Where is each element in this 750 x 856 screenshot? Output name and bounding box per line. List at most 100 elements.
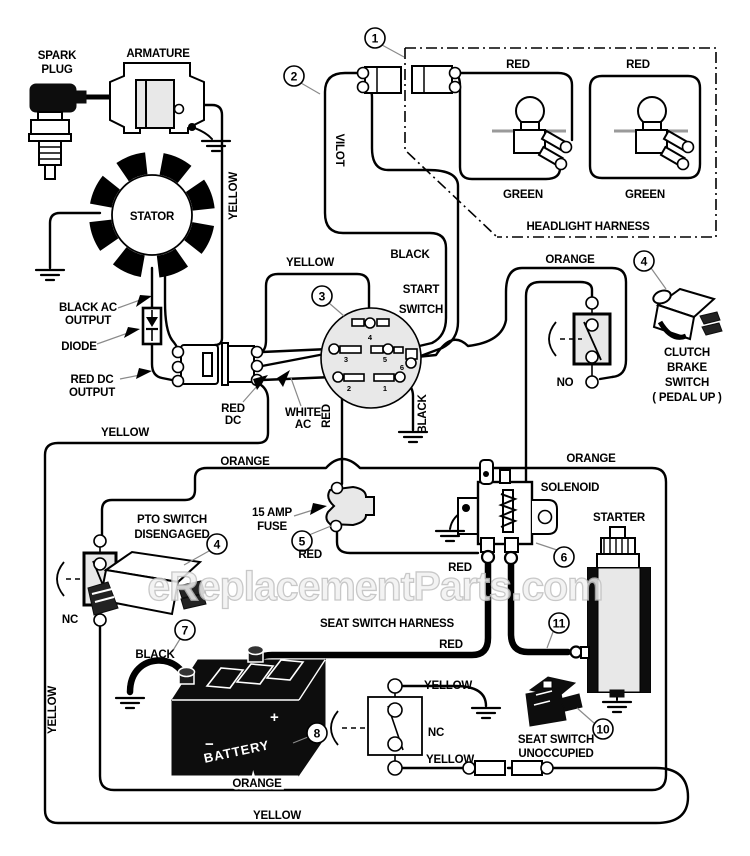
armature-label: ARMATURE (126, 48, 190, 60)
wire-label-yellow-left: YELLOW (101, 427, 149, 439)
callout-7: 7 (174, 619, 196, 641)
arrow-black-ac (136, 295, 152, 307)
white-ac-label-2: AC (295, 419, 311, 431)
wire-label-orange-left: ORANGE (220, 456, 270, 468)
wire-black-ac (163, 266, 179, 350)
seat-switch-nc (330, 678, 554, 776)
wire-red-fuse-bottom (335, 528, 480, 555)
arrow-diode (124, 327, 140, 338)
solenoid-coil (498, 493, 518, 528)
wire-orange-left (100, 457, 528, 537)
callout-2-label: 2 (291, 70, 298, 84)
ground-icon-solenoid (434, 529, 466, 543)
clutch-label-2: BRAKE (667, 362, 707, 374)
ground-icon-battery (114, 696, 146, 710)
wire-label-orange-bottom: ORANGE (232, 778, 282, 790)
wire-orange-loop (98, 466, 668, 792)
callout-10: 10 (592, 718, 614, 740)
terminal-6-label: 6 (400, 363, 404, 372)
headlight-green-label-1: GREEN (503, 189, 543, 201)
ground-icon-switch (397, 430, 429, 444)
wire-orange-clutch (414, 266, 628, 381)
wire-label-yellow-bottom: YELLOW (253, 810, 301, 822)
no-label: NO (557, 377, 574, 389)
callout-8-label: 8 (314, 727, 321, 741)
solenoid-label: SOLENOID (541, 482, 599, 494)
wire-label-black-battery: BLACK (135, 649, 175, 661)
clutch-label-3: SWITCH (665, 377, 709, 389)
callout-4-clutch: 4 (633, 250, 655, 272)
pto-actuator-arc (56, 561, 65, 597)
callout-8: 8 (306, 722, 328, 744)
wire-seat-yellow-top (399, 684, 488, 708)
ground-icon-seat (470, 706, 502, 720)
red-dc-out-label-1: RED DC (71, 374, 114, 386)
spark-plug-label-1: SPARK (38, 50, 77, 62)
cable-starter (507, 557, 572, 656)
headlight-bulb-1 (492, 96, 573, 171)
seat-actuator-arc (330, 710, 339, 746)
callout-6-label: 6 (561, 551, 568, 565)
callout-3-label: 3 (319, 290, 326, 304)
fuse-label-1: 15 AMP (252, 507, 292, 519)
wire-vilot-1 (323, 71, 448, 353)
nc-pto-label: NC (62, 614, 78, 626)
wire-label-yellow-armature: YELLOW (228, 172, 240, 220)
callout-3: 3 (311, 285, 333, 307)
harness-border (404, 47, 717, 238)
wire-headlight-left (453, 71, 574, 181)
wire-yellow-armature (200, 103, 224, 347)
callout-5: 5 (291, 530, 313, 552)
callout-4-pto-label: 4 (214, 538, 221, 552)
wire-label-black-vert: BLACK (417, 393, 429, 433)
black-ac-label-2: OUTPUT (65, 315, 111, 327)
pto-switch-3d-icon (87, 550, 207, 616)
wire-label-orange-solenoid: ORANGE (566, 453, 616, 465)
harness-connector-icon (356, 65, 462, 94)
callout-2: 2 (283, 65, 305, 87)
callout-11: 11 (548, 612, 570, 634)
harness-plug-a (171, 344, 219, 388)
terminal-1-label: 1 (383, 384, 387, 393)
ground-icon-starter (601, 700, 633, 714)
wire-yellow-switch (259, 272, 371, 354)
battery-icon: − + BATTERY (171, 644, 326, 777)
red-dc-label-2: DC (225, 415, 241, 427)
wire-label-red-fuse: RED (298, 549, 322, 561)
wire-orange-inner (524, 280, 594, 484)
wire-headlight-right (588, 74, 702, 180)
clutch-actuator-arc (548, 321, 557, 357)
wire-label-red-vert: RED (321, 404, 333, 428)
arrow-fuse (310, 503, 327, 515)
red-dc-out-label-2: OUTPUT (69, 387, 115, 399)
fuse-icon (325, 481, 375, 533)
battery-plus: + (270, 709, 279, 726)
wire-label-yellow-seat-top: YELLOW (424, 680, 472, 692)
leader-lines (96, 44, 667, 744)
callout-6: 6 (553, 546, 575, 568)
wire-label-black-top: BLACK (390, 249, 430, 261)
ground-icon-stator (34, 268, 66, 282)
wire-label-vilot: VILOT (333, 134, 345, 167)
seat-switch-3d-icon (525, 676, 583, 727)
start-switch: 4 3 5 6 2 1 (320, 307, 422, 409)
wire-stator-ground (48, 211, 102, 270)
arrow-red-dc (253, 375, 268, 390)
cable-black-ground (126, 657, 190, 696)
headlight-red-label-2: RED (626, 59, 650, 71)
callout-1: 1 (364, 27, 386, 49)
spark-plug-icon (28, 83, 87, 180)
terminal-4-label: 4 (368, 333, 373, 342)
wire-label-yellow-switch: YELLOW (286, 257, 334, 269)
wire-conn-t3 (260, 347, 331, 354)
armature-icon (109, 62, 205, 134)
clutch-3d-band (657, 320, 687, 340)
stator-icon (89, 152, 215, 278)
headlight-bulb-2 (614, 96, 695, 171)
seat-unoccupied-label-1: SEAT SWITCH (518, 734, 594, 746)
diode-icon (141, 306, 163, 346)
headlight-green-label-2: GREEN (625, 189, 665, 201)
callout-4-pto: 4 (206, 533, 228, 555)
harness-plug-b (221, 342, 264, 387)
